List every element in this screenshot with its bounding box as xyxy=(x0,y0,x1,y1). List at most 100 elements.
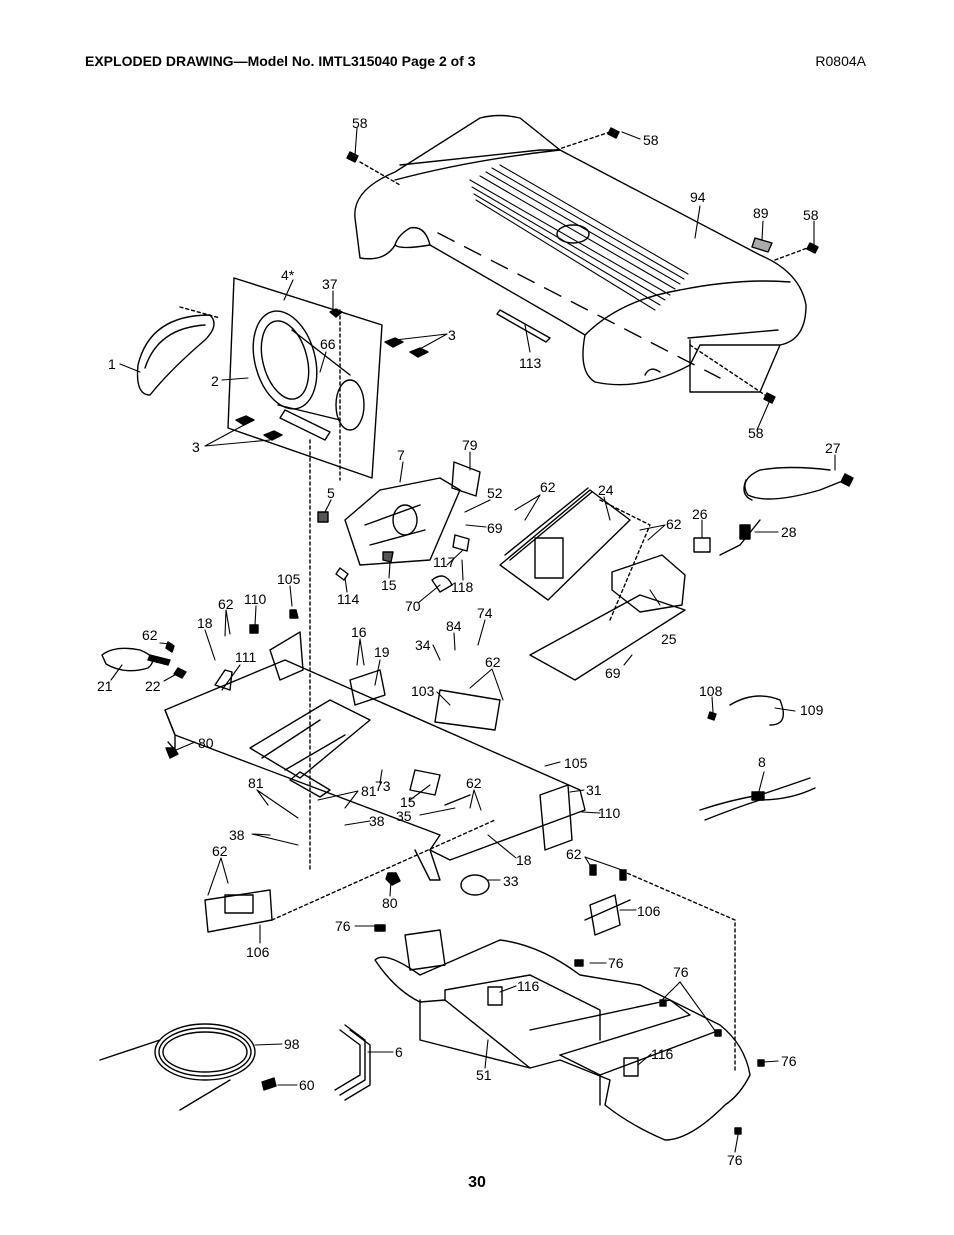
callout-81: 81 xyxy=(361,783,377,799)
callout-118: 118 xyxy=(451,579,474,595)
callout-116: 116 xyxy=(517,978,540,994)
callout-52: 52 xyxy=(487,485,503,501)
drawing-title: EXPLODED DRAWING—Model No. IMTL315040 Pa… xyxy=(85,53,476,69)
callout-62: 62 xyxy=(212,843,228,859)
callout-35: 35 xyxy=(396,808,412,824)
callout-106: 106 xyxy=(637,903,661,919)
controller-7 xyxy=(317,461,481,593)
callout-21: 21 xyxy=(97,678,113,694)
callout-84: 84 xyxy=(446,618,462,634)
callout-62: 62 xyxy=(466,775,482,791)
callout-31: 31 xyxy=(586,782,602,798)
callout-34: 34 xyxy=(415,637,431,653)
callout-113: 113 xyxy=(519,355,542,371)
callout-66: 66 xyxy=(320,336,336,352)
callout-33: 33 xyxy=(503,873,519,889)
callout-26: 26 xyxy=(692,506,708,522)
callout-15: 15 xyxy=(381,577,397,593)
document-code: R0804A xyxy=(815,53,866,69)
callout-79: 79 xyxy=(462,437,478,453)
hood-clip-113 xyxy=(496,309,551,343)
callout-73: 73 xyxy=(375,778,391,794)
callout-27: 27 xyxy=(825,440,841,456)
callout-106: 106 xyxy=(246,944,270,960)
callout-6: 6 xyxy=(395,1044,403,1060)
callout-24: 24 xyxy=(598,482,614,498)
callout-51: 51 xyxy=(476,1067,492,1083)
callout-28: 28 xyxy=(781,524,797,540)
callout-76: 76 xyxy=(673,964,689,980)
callout-25: 25 xyxy=(661,631,677,647)
callout-76: 76 xyxy=(781,1053,797,1069)
main-frame xyxy=(164,631,586,881)
callout-109: 109 xyxy=(800,702,824,718)
callout-98: 98 xyxy=(284,1036,300,1052)
callout-76: 76 xyxy=(335,918,351,934)
callout-89: 89 xyxy=(753,205,769,221)
callout-70: 70 xyxy=(405,598,421,614)
callout-8: 8 xyxy=(758,754,766,770)
nut-80 xyxy=(385,872,401,886)
callout-5: 5 xyxy=(327,485,335,501)
callout-110: 110 xyxy=(244,591,267,607)
callout-37: 37 xyxy=(322,276,338,292)
callout-58: 58 xyxy=(352,115,368,131)
callout-80: 80 xyxy=(198,735,214,751)
callout-74: 74 xyxy=(477,605,493,621)
harness-6 xyxy=(334,1024,371,1101)
callout-114: 114 xyxy=(337,591,360,607)
callout-1: 1 xyxy=(108,356,116,372)
page-number: 30 xyxy=(468,1174,486,1191)
callout-103: 103 xyxy=(411,683,435,699)
callout-62: 62 xyxy=(666,516,682,532)
callout-3: 3 xyxy=(448,327,456,343)
leader-lines xyxy=(110,127,836,1153)
cable-98 xyxy=(99,1023,256,1111)
base-pan-51 xyxy=(374,869,765,1141)
callout-62: 62 xyxy=(218,596,234,612)
callout-116: 116 xyxy=(651,1046,674,1062)
callout-110: 110 xyxy=(598,805,621,821)
callout-76: 76 xyxy=(727,1152,743,1168)
callout-3: 3 xyxy=(192,439,200,455)
callout-108: 108 xyxy=(699,683,723,699)
motor-hood xyxy=(354,114,807,393)
callout-69: 69 xyxy=(487,520,503,536)
callout-69: 69 xyxy=(605,665,621,681)
callout-4: 4* xyxy=(281,267,295,283)
callout-94: 94 xyxy=(690,189,706,205)
callout-62: 62 xyxy=(485,654,501,670)
callout-62: 62 xyxy=(566,846,582,862)
callout-111: 111 xyxy=(235,649,257,665)
callout-105: 105 xyxy=(277,571,301,587)
callout-2: 2 xyxy=(211,373,219,389)
callout-58: 58 xyxy=(748,425,764,441)
callout-58: 58 xyxy=(803,207,819,223)
rail-and-plate xyxy=(499,487,686,681)
left-small-parts xyxy=(101,609,496,933)
callout-81: 81 xyxy=(248,775,264,791)
callout-80: 80 xyxy=(382,895,398,911)
clip-60 xyxy=(261,1077,277,1091)
callout-7: 7 xyxy=(397,447,405,463)
callout-22: 22 xyxy=(145,678,161,694)
callout-117: 117 xyxy=(433,554,456,570)
power-cord xyxy=(693,466,854,556)
wheel-33 xyxy=(460,874,490,896)
callout-60: 60 xyxy=(299,1077,315,1093)
callout-76: 76 xyxy=(608,955,624,971)
wire-harnesses xyxy=(699,695,816,821)
callout-38: 38 xyxy=(229,827,245,843)
callout-15: 15 xyxy=(400,794,416,810)
callout-16: 16 xyxy=(351,624,367,640)
callout-18: 18 xyxy=(197,615,213,631)
callout-58: 58 xyxy=(643,132,659,148)
component-106-right xyxy=(584,864,631,936)
callout-38: 38 xyxy=(369,813,385,829)
callout-105: 105 xyxy=(564,755,588,771)
motor-panel xyxy=(136,277,429,871)
callout-62: 62 xyxy=(142,627,158,643)
callout-19: 19 xyxy=(374,644,390,660)
callout-18: 18 xyxy=(516,852,532,868)
